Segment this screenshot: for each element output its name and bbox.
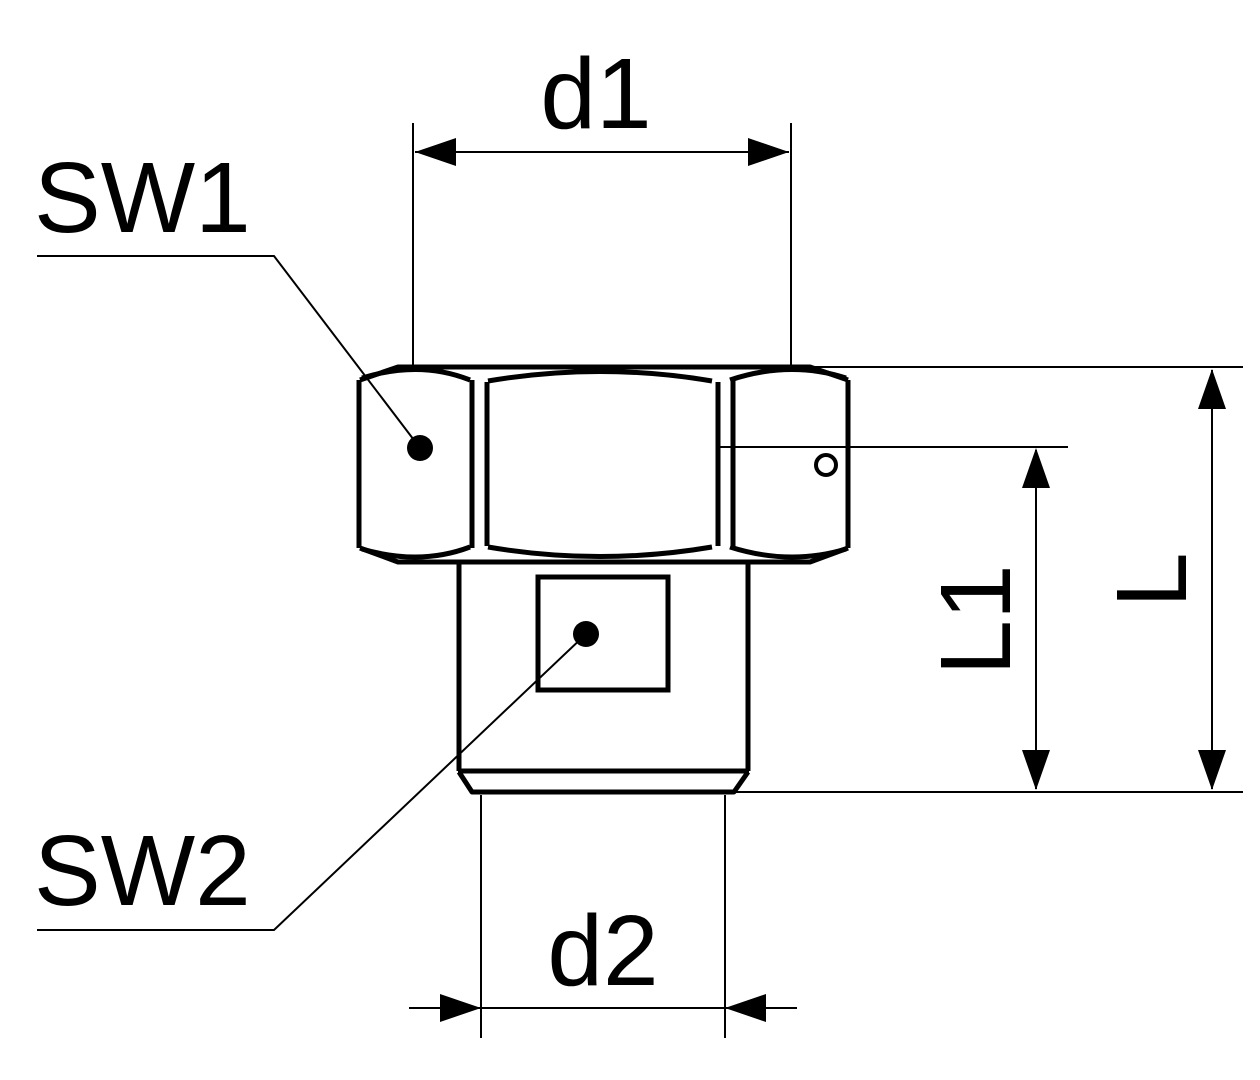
d1-arrow-left-icon	[415, 138, 456, 166]
hex-nut	[356, 364, 851, 565]
dimension-d2: d2	[409, 795, 797, 1038]
L1-arrow-top-icon	[1022, 448, 1050, 488]
d1-label: d1	[540, 38, 651, 150]
sw2-leader-line	[37, 633, 587, 931]
spigot-chamfer	[456, 770, 751, 795]
d2-arrow-right-icon	[725, 994, 766, 1022]
hex-middle-facet-top	[487, 369, 713, 384]
d2-arrow-left-icon	[440, 994, 481, 1022]
L-label: L	[1096, 552, 1208, 608]
L-arrow-bottom-icon	[1198, 750, 1226, 790]
spigot	[456, 563, 751, 795]
hex-left-facet-top	[361, 366, 471, 383]
callout-sw2: SW2	[34, 633, 587, 931]
dimension-d1: d1	[412, 38, 792, 367]
L1-label: L1	[920, 564, 1032, 675]
L-arrow-top-icon	[1198, 369, 1226, 409]
dimension-L: L	[736, 366, 1243, 793]
hex-middle-facet-bottom	[487, 544, 713, 559]
sw2-flat	[535, 574, 671, 693]
sw2-label: SW2	[34, 815, 251, 927]
d1-arrow-right-icon	[748, 138, 789, 166]
hex-right-facet-top	[729, 366, 847, 383]
sw1-label: SW1	[34, 142, 251, 254]
callout-sw1: SW1	[34, 142, 421, 449]
reference-circle	[814, 453, 838, 477]
d2-label: d2	[547, 895, 658, 1007]
hex-right-facet-bottom	[729, 544, 847, 560]
hex-left-facet-bottom	[361, 544, 471, 560]
sw1-leader-line	[37, 255, 421, 449]
dimension-L1: L1	[720, 446, 1068, 790]
L1-arrow-bottom-icon	[1022, 750, 1050, 790]
